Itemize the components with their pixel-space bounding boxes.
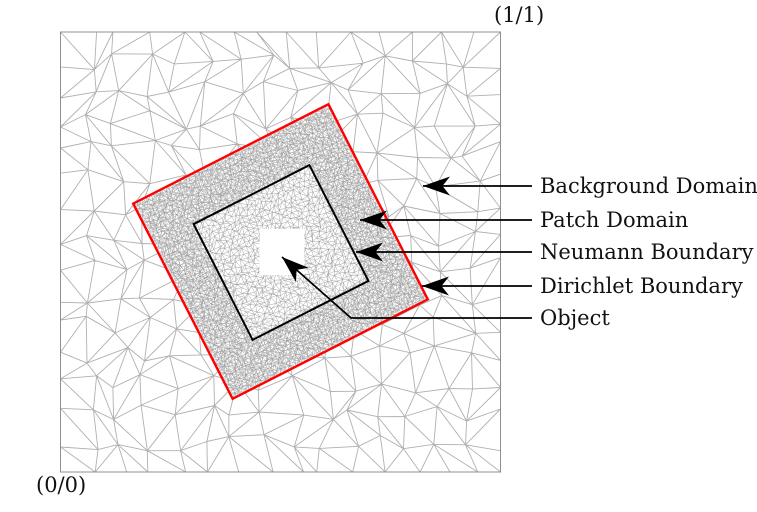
- arrow-head-patch-domain: [360, 210, 387, 230]
- legend-label-object: Object: [540, 306, 610, 330]
- legend-label-patch-domain: Patch Domain: [540, 208, 689, 232]
- corner-label-top-right: (1/1): [494, 3, 545, 27]
- legend-label-neumann-boundary: Neumann Boundary: [540, 240, 754, 264]
- legend-label-background-domain: Background Domain: [540, 174, 757, 198]
- arrow-head-object: [282, 257, 309, 282]
- arrow-head-background-domain: [423, 176, 450, 196]
- neumann-boundary-square: [192, 163, 370, 342]
- legend-label-dirichlet-boundary: Dirichlet Boundary: [540, 274, 743, 298]
- arrow-head-neumann-boundary: [356, 242, 383, 262]
- arrow-line-object: [281, 256, 532, 319]
- corner-label-bottom-left: (0/0): [36, 473, 87, 497]
- dirichlet-boundary-square: [131, 102, 430, 401]
- arrow-head-dirichlet-boundary: [422, 276, 449, 296]
